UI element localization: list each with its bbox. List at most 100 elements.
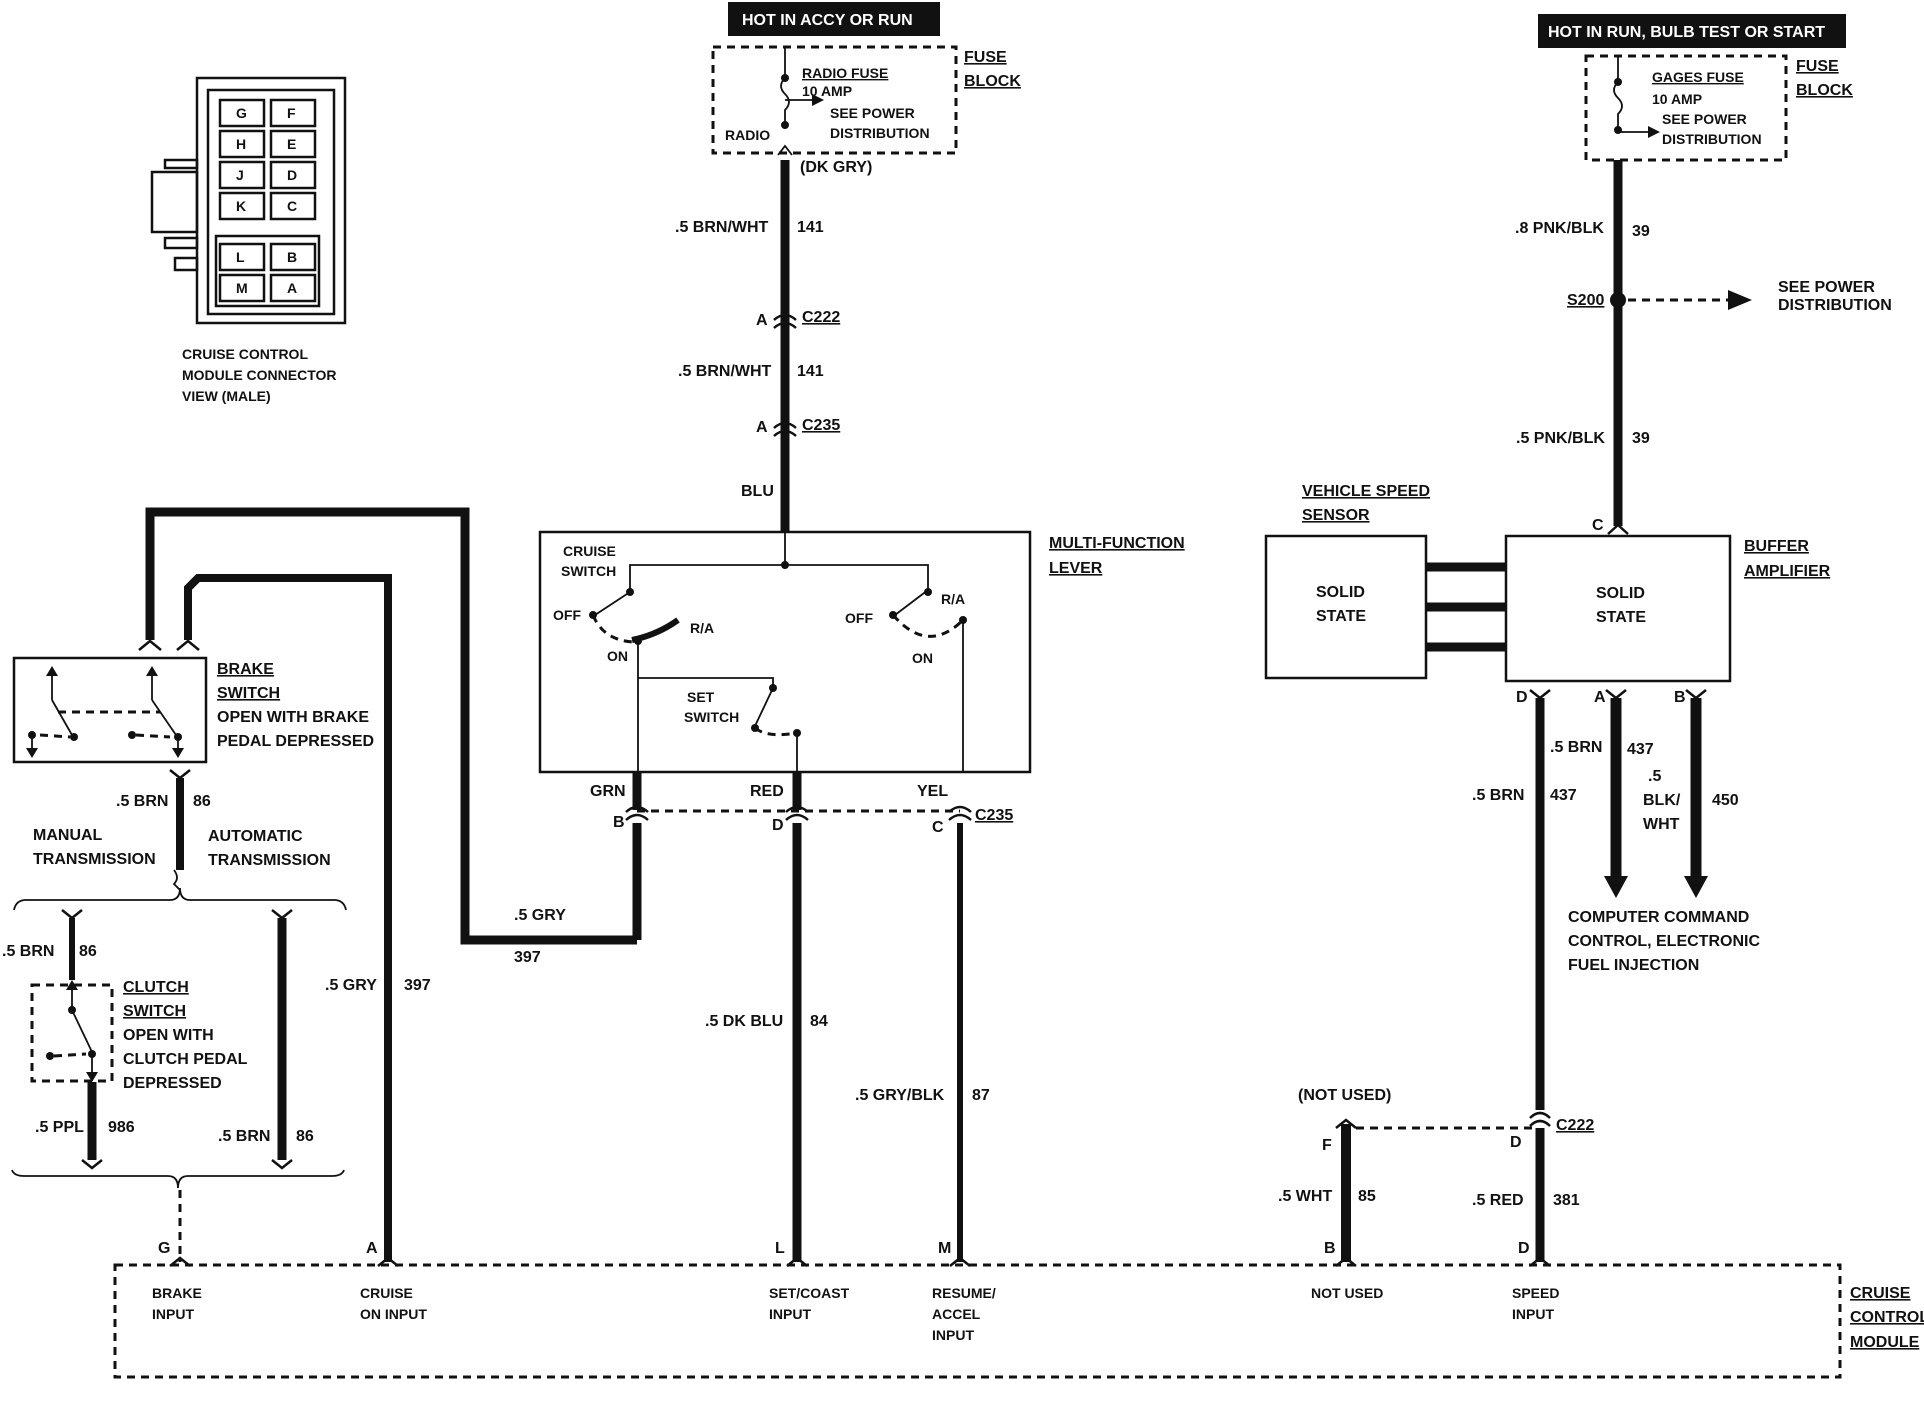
connector-pin-cell [269,129,317,159]
svg-text:.5 BRN/WHT: .5 BRN/WHT [678,363,772,380]
radio-fuse-rating: 10 AMP [802,83,852,99]
module-pin-caption: ON INPUT [360,1306,427,1322]
connector-caption-3: VIEW (MALE) [182,388,271,404]
connector-pin-cell [218,191,266,221]
svg-text:85: 85 [1358,1188,1376,1205]
svg-text:FUEL INJECTION: FUEL INJECTION [1568,957,1699,974]
module-pin-terminal [377,1256,399,1267]
svg-text:RADIO: RADIO [725,127,770,143]
hot-label-run-bulb-start: HOT IN RUN, BULB TEST OR START [1538,14,1846,48]
connector-pin-cell [218,160,266,190]
svg-text:WHT: WHT [1643,816,1680,833]
svg-text:TRANSMISSION: TRANSMISSION [33,851,156,868]
connector-caption-2: MODULE CONNECTOR [182,367,337,383]
svg-text:10 AMP: 10 AMP [1652,91,1702,107]
svg-text:STATE: STATE [1316,608,1366,625]
svg-text:141: 141 [797,363,824,380]
svg-text:C235: C235 [802,417,840,434]
svg-text:.5 BRN: .5 BRN [1550,739,1602,756]
svg-text:SOLID: SOLID [1316,584,1365,601]
connector-pin-cell [218,273,266,303]
svg-text:.5 GRY/BLK: .5 GRY/BLK [855,1087,945,1104]
module-pin-terminal [786,1256,808,1267]
svg-text:OFF: OFF [553,607,581,623]
svg-text:.5 BRN: .5 BRN [1472,787,1524,804]
module-pin-caption: SET/COAST [769,1285,850,1301]
connector-pin-label: M [236,280,248,296]
svg-text:.5 BRN: .5 BRN [116,793,168,810]
cruise-control-module: CRUISE CONTROL MODULE GBRAKEINPUTACRUISE… [113,1240,1924,1379]
svg-text:SEE POWER: SEE POWER [830,105,915,121]
svg-text:DISTRIBUTION: DISTRIBUTION [1778,297,1892,314]
svg-text:GRN: GRN [590,783,626,800]
svg-text:CLUTCH: CLUTCH [123,979,189,996]
circuit-141: .5 BRN/WHT 141 A C222 .5 BRN/WHT 141 A C… [675,144,840,533]
svg-text:OPEN WITH BRAKE: OPEN WITH BRAKE [217,709,369,726]
svg-text:MULTI-FUNCTION: MULTI-FUNCTION [1049,535,1185,552]
svg-text:AMPLIFIER: AMPLIFIER [1744,563,1831,580]
radio-wire-color: (DK GRY) [800,159,872,176]
lever-outputs: GRN RED YEL B D C C235 .5 GRY 397 .5 DK … [145,507,1013,1262]
svg-text:B: B [613,814,625,831]
svg-text:A: A [1594,689,1606,706]
svg-text:R/A: R/A [941,591,965,607]
svg-text:.5 WHT: .5 WHT [1278,1188,1332,1205]
svg-text:CONTROL, ELECTRONIC: CONTROL, ELECTRONIC [1568,933,1760,950]
svg-text:SWITCH: SWITCH [684,709,739,725]
svg-text:HOT IN ACCY OR RUN: HOT IN ACCY OR RUN [742,12,913,29]
fuse-block-label-2: BLOCK [964,73,1021,90]
connector-pin-label: K [236,198,246,214]
connector-pin-label: D [287,167,297,183]
svg-text:SEE POWER: SEE POWER [1662,111,1747,127]
module-pin-caption: ACCEL [932,1306,981,1322]
svg-text:ON: ON [607,648,628,664]
module-pin-letter: G [158,1240,170,1257]
svg-text:87: 87 [972,1087,990,1104]
module-pin-letter: D [1518,1240,1530,1257]
svg-text:.5 BRN: .5 BRN [218,1128,270,1145]
multifunction-lever: MULTI-FUNCTION LEVER CRUISE SWITCH OFF R… [538,530,1185,774]
svg-text:.5 RED: .5 RED [1472,1192,1524,1209]
svg-text:SENSOR: SENSOR [1302,507,1370,524]
module-pin-caption: RESUME/ [932,1285,996,1301]
svg-text:COMPUTER COMMAND: COMPUTER COMMAND [1568,909,1749,926]
svg-text:BRAKE: BRAKE [217,661,274,678]
module-pin-caption: SPEED [1512,1285,1559,1301]
svg-text:.5 PNK/BLK: .5 PNK/BLK [1516,430,1605,447]
brake-switch: BRAKE SWITCH OPEN WITH BRAKE PEDAL DEPRE… [12,639,374,764]
svg-text:84: 84 [810,1013,828,1030]
connector-pin-label: B [287,249,297,265]
svg-text:STATE: STATE [1596,609,1646,626]
svg-text:BLU: BLU [741,483,774,500]
svg-text:397: 397 [514,949,541,966]
svg-text:BLK/: BLK/ [1643,792,1681,809]
connector-pin-label: E [287,136,296,152]
connector-pin-cell [269,242,317,272]
radio-fuse-name: RADIO FUSE [802,65,888,81]
connector-pin-label: J [236,167,244,183]
module-pin-letter: M [938,1240,951,1257]
radio-fuse: RADIO FUSE 10 AMP SEE POWER DISTRIBUTION… [711,45,958,155]
svg-text:VEHICLE SPEED: VEHICLE SPEED [1302,483,1430,500]
module-pin-terminal [1335,1256,1357,1267]
svg-text:DISTRIBUTION: DISTRIBUTION [1662,131,1762,147]
hot-label-accy-run: HOT IN ACCY OR RUN [728,2,940,36]
module-pin-caption: INPUT [152,1306,194,1322]
svg-text:YEL: YEL [917,783,948,800]
svg-text:CONTROL: CONTROL [1850,1309,1924,1326]
connector-pin-cell [218,98,266,128]
svg-text:A: A [756,419,768,436]
svg-text:381: 381 [1553,1192,1580,1209]
svg-text:F: F [1322,1137,1332,1154]
connector-pin-cell [218,242,266,272]
connector-pin-label: L [236,249,245,265]
module-pin-caption: CRUISE [360,1285,413,1301]
svg-text:.5 PPL: .5 PPL [35,1119,84,1136]
vehicle-speed-sensor: VEHICLE SPEED SENSOR SOLID STATE [1264,483,1430,680]
svg-text:B: B [1674,689,1686,706]
svg-text:.5 BRN: .5 BRN [2,943,54,960]
svg-text:GAGES FUSE: GAGES FUSE [1652,69,1744,85]
fuse-block-label-right-1: FUSE [1796,58,1839,75]
